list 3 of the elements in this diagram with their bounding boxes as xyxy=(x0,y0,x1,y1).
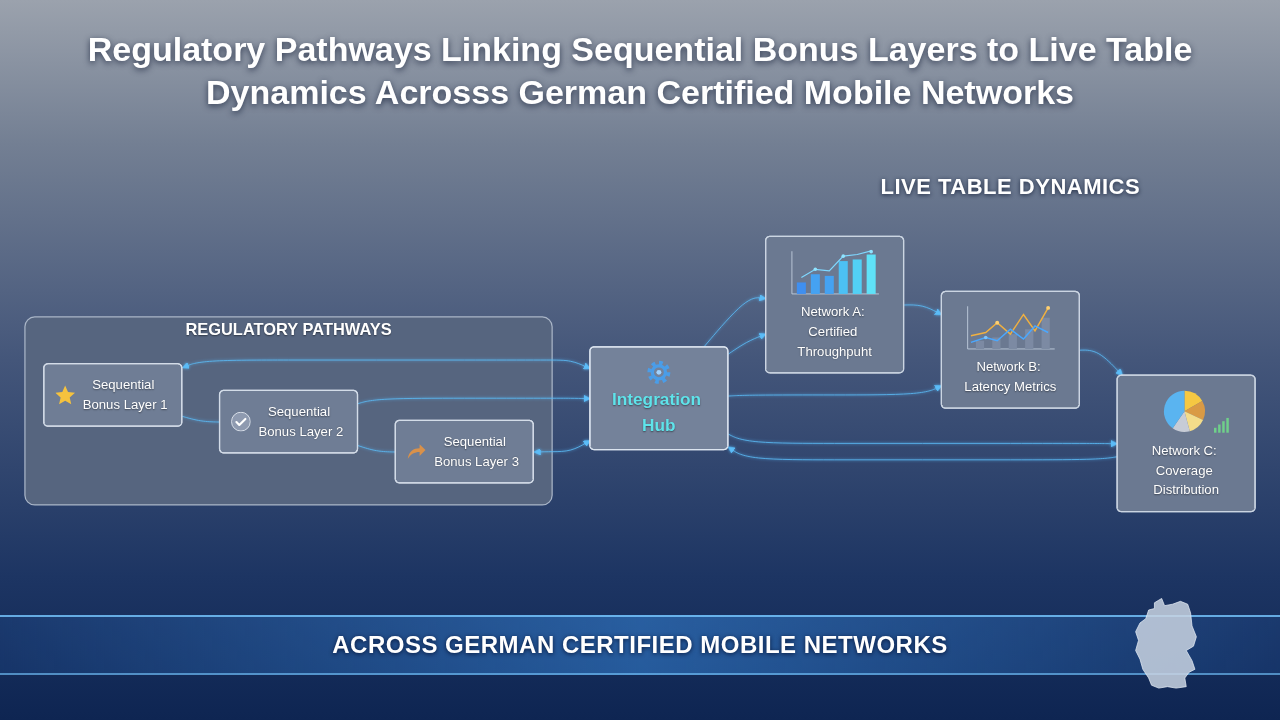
section-heading: LIVE TABLE DYNAMICS xyxy=(880,174,1141,201)
caption: ACROSS GERMAN CERTIFIED MOBILE NETWORKS xyxy=(331,631,949,660)
diagram-title: Regulatory Pathways Linking Sequential Bonus Layers to Live Table Dynamics Acrosss German Certified Mobile Networks xyxy=(86,29,1194,113)
